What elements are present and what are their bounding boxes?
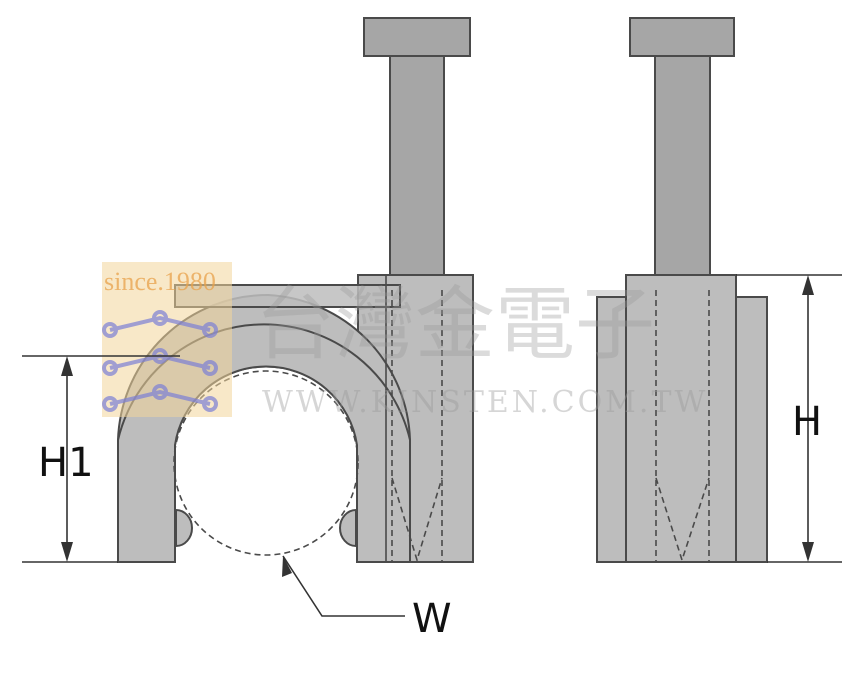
cable-outline (173, 370, 359, 556)
dimension-h: H (736, 274, 842, 563)
watermark: since.1980 台灣金電子 WWW.KINSTEN.COM.TW (102, 262, 708, 420)
side-nail-tip-hidden (655, 477, 710, 563)
front-left-bump (175, 508, 193, 548)
watermark-url: WWW.KINSTEN.COM.TW (262, 385, 708, 420)
side-nail-shaft (654, 54, 711, 281)
side-view (596, 17, 768, 563)
watermark-since: since.1980 (104, 267, 216, 296)
dimension-h1: H1 (22, 355, 180, 563)
front-nail-head (363, 17, 471, 57)
label-h1: H1 (38, 440, 94, 486)
front-nail-tip-hidden (391, 477, 443, 563)
dimension-w: W (282, 555, 452, 642)
front-right-bump (339, 508, 357, 548)
label-w: W (412, 596, 452, 642)
label-h: H (792, 399, 822, 445)
side-nail-head (629, 17, 735, 57)
watermark-company-cn: 台灣金電子 (255, 278, 655, 371)
side-body-front (625, 274, 737, 563)
front-nail-shaft (389, 54, 445, 281)
